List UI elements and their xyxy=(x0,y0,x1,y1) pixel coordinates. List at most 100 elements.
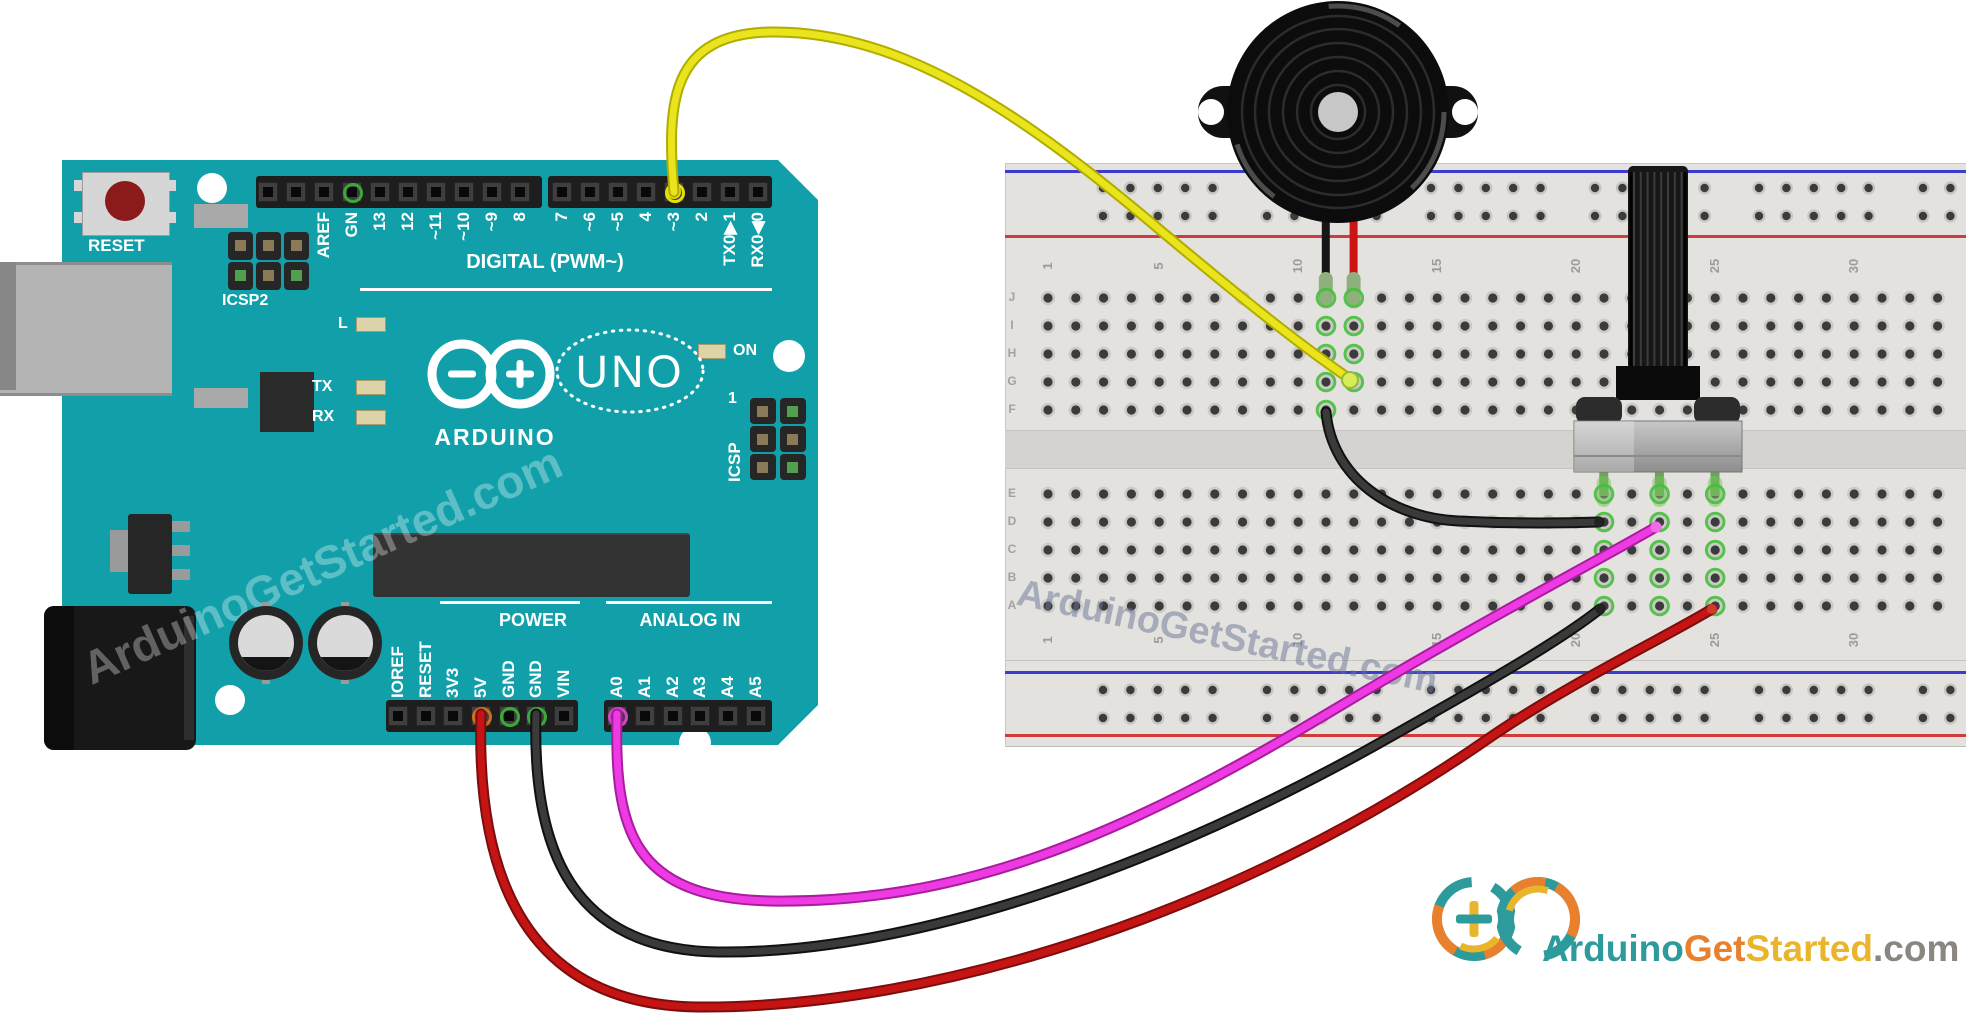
pin-label: 7 xyxy=(552,212,571,222)
pin-socket-power-5 xyxy=(526,706,548,727)
icsp-pin1-label: 1 xyxy=(728,390,737,407)
pin-label: TX0▶1 xyxy=(720,212,739,266)
logo-ring-right-orange xyxy=(1496,877,1580,961)
reset-button-cap xyxy=(105,181,145,221)
regulator-pad-r3 xyxy=(170,569,190,580)
icsp2-pad xyxy=(284,262,309,290)
pin-hole xyxy=(697,187,707,197)
pin-socket-power-4 xyxy=(498,706,520,727)
pin-socket-power-6 xyxy=(554,706,574,726)
reset-button-tab-left1 xyxy=(74,180,82,191)
net-highlight-ring xyxy=(665,183,685,203)
logo-ring-left-gold xyxy=(1440,885,1508,953)
bottom-rail-blue-line xyxy=(1005,671,1966,674)
row-letter: A xyxy=(1007,598,1017,612)
pin-socket-digital-right-6 xyxy=(720,182,740,202)
icsp-pad xyxy=(780,454,806,480)
breadboard-separator-line xyxy=(1005,660,1966,661)
logo-text-com: .com xyxy=(1873,928,1959,969)
usb-connector-edge xyxy=(0,262,16,390)
row-letter: J xyxy=(1008,290,1016,304)
icsp-label: ICSP xyxy=(725,442,744,482)
led-rx xyxy=(356,410,386,425)
pin-hole xyxy=(487,187,497,197)
mcu-chip xyxy=(373,533,690,597)
net-highlight-ring xyxy=(527,707,548,727)
column-number: 15 xyxy=(1429,632,1445,648)
pin-hole xyxy=(431,187,441,197)
row-letter: E xyxy=(1007,486,1016,500)
column-number: 20 xyxy=(1568,632,1584,648)
pin-hole xyxy=(585,187,595,197)
pin-label: ~3 xyxy=(664,212,683,232)
pin-label: 3V3 xyxy=(443,667,463,698)
pin-label: ~6 xyxy=(580,212,599,232)
usb-connector xyxy=(0,262,172,396)
pin-label: ~10 xyxy=(454,212,473,241)
pin-label: RESET xyxy=(415,641,435,698)
pin-label: A3 xyxy=(690,676,710,698)
regulator-pad-r2 xyxy=(170,545,190,556)
column-number: 20 xyxy=(1568,258,1584,274)
usb-controller-chip xyxy=(260,372,314,432)
row-letter: F xyxy=(1008,402,1016,416)
column-number: 1 xyxy=(1040,262,1055,270)
pin-socket-digital-right-5 xyxy=(692,182,712,202)
icsp-pad xyxy=(750,398,776,424)
pin-socket-power-0 xyxy=(388,706,408,726)
icsp2-pin xyxy=(263,270,274,281)
icsp-pin xyxy=(787,406,798,417)
icsp2-pin xyxy=(235,270,246,281)
pin-hole xyxy=(751,711,761,721)
pin-label: ~11 xyxy=(426,212,445,240)
usb-tab-top xyxy=(194,204,248,228)
led-on xyxy=(698,344,726,359)
power-jack-barrel xyxy=(184,616,194,740)
pin-hole xyxy=(557,187,567,197)
mounting-hole xyxy=(215,685,245,715)
pin-label: ~9 xyxy=(482,212,501,232)
pin-socket-power-1 xyxy=(415,706,436,726)
reset-button-tab-right1 xyxy=(168,180,176,191)
usb-tab-bottom xyxy=(194,388,248,408)
pin-socket-analog-5 xyxy=(746,706,766,726)
power-jack-cap xyxy=(44,606,74,750)
logo-ring-right-teal xyxy=(1496,877,1580,961)
row-letter: G xyxy=(1007,374,1017,388)
icsp-pin xyxy=(757,462,768,473)
buzzer-center-hole xyxy=(1318,92,1358,132)
pin-label: 4 xyxy=(636,212,655,222)
pin-socket-digital-left-7 xyxy=(454,182,474,202)
icsp2-pin xyxy=(291,270,302,281)
column-number: 30 xyxy=(1846,258,1862,274)
icsp-pin xyxy=(787,462,798,473)
pin-hole xyxy=(559,711,569,721)
top-rail-red-line xyxy=(1005,235,1966,238)
net-highlight-ring xyxy=(608,707,628,727)
breadboard-center-divider xyxy=(1005,430,1966,469)
pin-hole xyxy=(613,187,623,197)
pin-hole xyxy=(319,187,329,197)
pin-socket-digital-left-8 xyxy=(482,182,502,202)
pin-socket-digital-left-5 xyxy=(398,182,418,202)
led-on-label: ON xyxy=(733,342,757,359)
column-number: 30 xyxy=(1846,632,1862,648)
icsp-pin xyxy=(757,406,768,417)
icsp2-pad xyxy=(256,262,281,290)
logo-plus-vertical xyxy=(1469,901,1479,937)
pin-socket-digital-right-0 xyxy=(552,182,572,202)
pin-socket-digital-right-7 xyxy=(748,182,768,202)
mounting-hole xyxy=(197,173,227,203)
icsp2-pin xyxy=(235,240,246,251)
row-letter: D xyxy=(1007,514,1017,528)
logo-text-arduino: Arduino xyxy=(1542,928,1684,969)
pin-socket-analog-0 xyxy=(607,706,628,727)
pin-hole xyxy=(448,711,459,721)
mounting-hole xyxy=(773,340,805,372)
pin-hole xyxy=(393,711,403,721)
pin-socket-analog-4 xyxy=(718,706,739,726)
pin-socket-power-2 xyxy=(443,706,464,726)
pin-label: 5V xyxy=(471,677,490,698)
pin-label: A0 xyxy=(607,676,626,698)
logo-text: ArduinoGetStarted.com xyxy=(1542,928,1959,969)
